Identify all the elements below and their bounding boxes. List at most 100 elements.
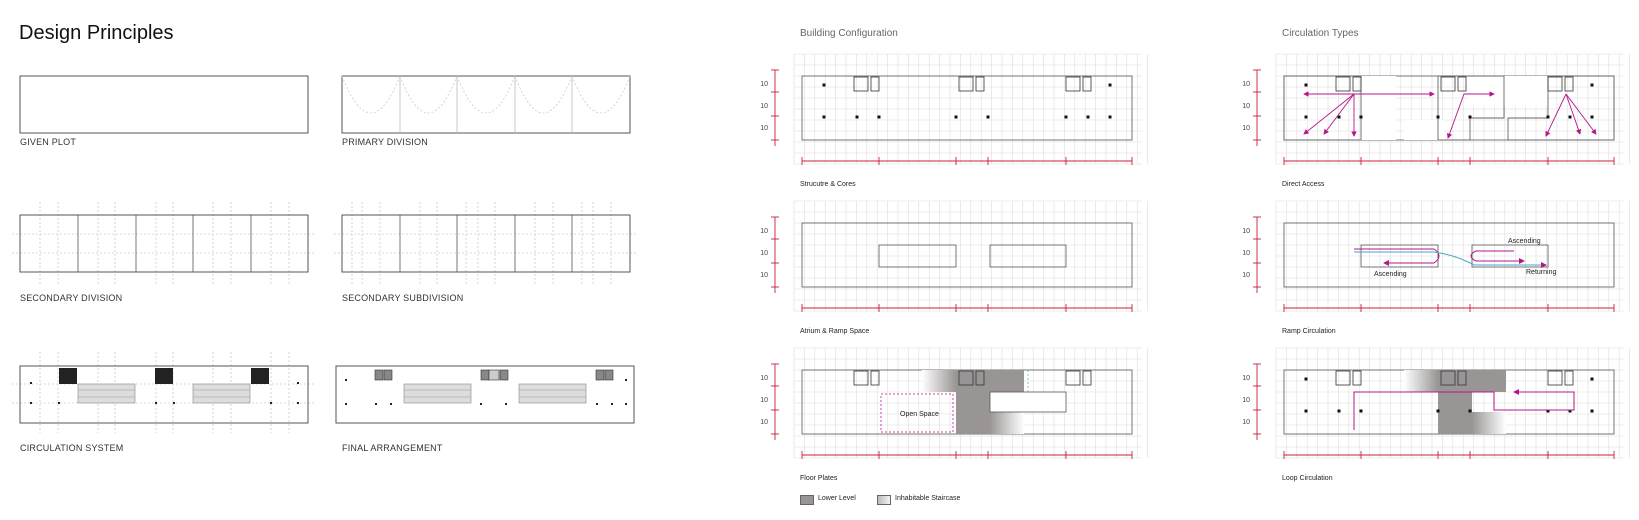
ramp-circulation-caption: Ramp Circulation	[1282, 328, 1336, 335]
legend-label-lower-level: Lower Level	[818, 495, 856, 502]
building-configuration-heading: Building Configuration	[800, 28, 898, 39]
column-mark	[1086, 115, 1090, 119]
structure-cores-caption: Strucutre & Cores	[800, 181, 856, 188]
column-mark	[1359, 115, 1363, 119]
given-plot-outline	[19, 75, 309, 134]
access-arrow	[1323, 93, 1355, 135]
column-mark	[1304, 409, 1308, 413]
access-arrow	[1447, 93, 1465, 139]
plan-block	[1283, 75, 1362, 141]
ascending-label-top: Ascending	[1508, 238, 1541, 245]
ramp-path-returning	[1354, 251, 1547, 268]
direct-access-caption: Direct Access	[1282, 181, 1325, 188]
dimension-label-bottom: 10	[1242, 419, 1250, 426]
column-mark	[954, 115, 958, 119]
core-box	[958, 76, 974, 92]
core-box	[870, 76, 880, 92]
atrium-space	[878, 244, 957, 268]
access-arrow	[1565, 93, 1597, 135]
open-space-label: Open Space	[900, 411, 939, 418]
column-mark	[1337, 115, 1341, 119]
secondary-division-caption: SECONDARY DIVISION	[20, 293, 123, 303]
column-mark	[1546, 409, 1550, 413]
column-mark	[1064, 115, 1068, 119]
plan-outline	[1283, 75, 1615, 141]
ascending-label-bottom: Ascending	[1374, 271, 1407, 278]
plan-outline	[801, 222, 1133, 288]
atrium-ramp-diagram: 10 10 10	[760, 200, 1148, 312]
ramp-path-ascending	[1470, 250, 1525, 264]
dimension-label-middle: 10	[1242, 250, 1250, 257]
column-mark	[877, 115, 881, 119]
floor-plates-caption: Floor Plates	[800, 475, 838, 482]
core-box	[1547, 370, 1563, 386]
loop-circulation-caption: Loop Circulation	[1282, 475, 1333, 482]
core-box	[1352, 76, 1362, 92]
column-mark	[1304, 115, 1308, 119]
circulation-system-drawing	[12, 352, 316, 433]
plan-outline	[801, 75, 1133, 141]
column-mark	[986, 115, 990, 119]
given-plot-caption: GIVEN PLOT	[20, 137, 77, 147]
dimension-label-top: 10	[1242, 375, 1250, 382]
core-box	[975, 76, 985, 92]
legend-swatch-staircase	[877, 495, 891, 505]
dimension-label-top: 10	[760, 81, 768, 88]
dimension-label-bottom: 10	[1242, 125, 1250, 132]
column-mark	[1108, 83, 1112, 87]
column-mark	[1304, 377, 1308, 381]
column-mark	[1436, 115, 1440, 119]
core-box	[1065, 370, 1081, 386]
column-mark	[1568, 115, 1572, 119]
core-box	[870, 370, 880, 386]
dimension-label-bottom: 10	[760, 125, 768, 132]
legend-swatch-lower-level	[800, 495, 814, 505]
dimension-label-middle: 10	[760, 397, 768, 404]
page-title: Design Principles	[19, 22, 174, 44]
column-mark	[1590, 115, 1594, 119]
dimension-label-top: 10	[1242, 81, 1250, 88]
access-arrow	[1565, 93, 1582, 135]
staircase-gradient	[1472, 412, 1506, 434]
staircase-gradient	[990, 412, 1024, 434]
column-mark	[1436, 409, 1440, 413]
core-box	[1065, 76, 1081, 92]
ramp-well	[1360, 244, 1439, 268]
column-mark	[1468, 409, 1472, 413]
atrium-ramp-caption: Atrium & Ramp Space	[800, 328, 870, 335]
column-mark	[1546, 115, 1550, 119]
dimension-label-top: 10	[760, 375, 768, 382]
upper-plate	[989, 391, 1067, 413]
core-box	[853, 370, 869, 386]
staircase-gradient	[922, 370, 956, 392]
final-arrangement-drawing	[335, 365, 635, 424]
dimension-label-bottom: 10	[760, 272, 768, 279]
loop-circulation-diagram: 10 10 10	[1242, 347, 1630, 459]
dimension-label-middle: 10	[760, 250, 768, 257]
dimension-label-top: 10	[760, 228, 768, 235]
access-arrow	[1545, 93, 1567, 137]
dimension-label-middle: 10	[1242, 397, 1250, 404]
final-arrangement-caption: FINAL ARRANGEMENT	[342, 443, 443, 453]
core-box	[1564, 76, 1574, 92]
core-box	[975, 370, 985, 386]
column-mark	[1304, 83, 1308, 87]
plan-outline	[1283, 222, 1615, 288]
core-box	[1335, 76, 1351, 92]
core-box	[1440, 76, 1456, 92]
legend-label-staircase: Inhabitable Staircase	[895, 495, 961, 502]
secondary-division-drawing	[12, 202, 316, 285]
open-space-box	[880, 393, 954, 433]
core-box	[1082, 76, 1092, 92]
primary-division-drawing	[341, 75, 631, 134]
core-box	[1547, 76, 1563, 92]
ramp-well	[1471, 244, 1549, 268]
primary-division-caption: PRIMARY DIVISION	[342, 137, 428, 147]
column-mark	[855, 115, 859, 119]
core-box	[1352, 370, 1362, 386]
lower-level-plate	[1438, 370, 1506, 434]
